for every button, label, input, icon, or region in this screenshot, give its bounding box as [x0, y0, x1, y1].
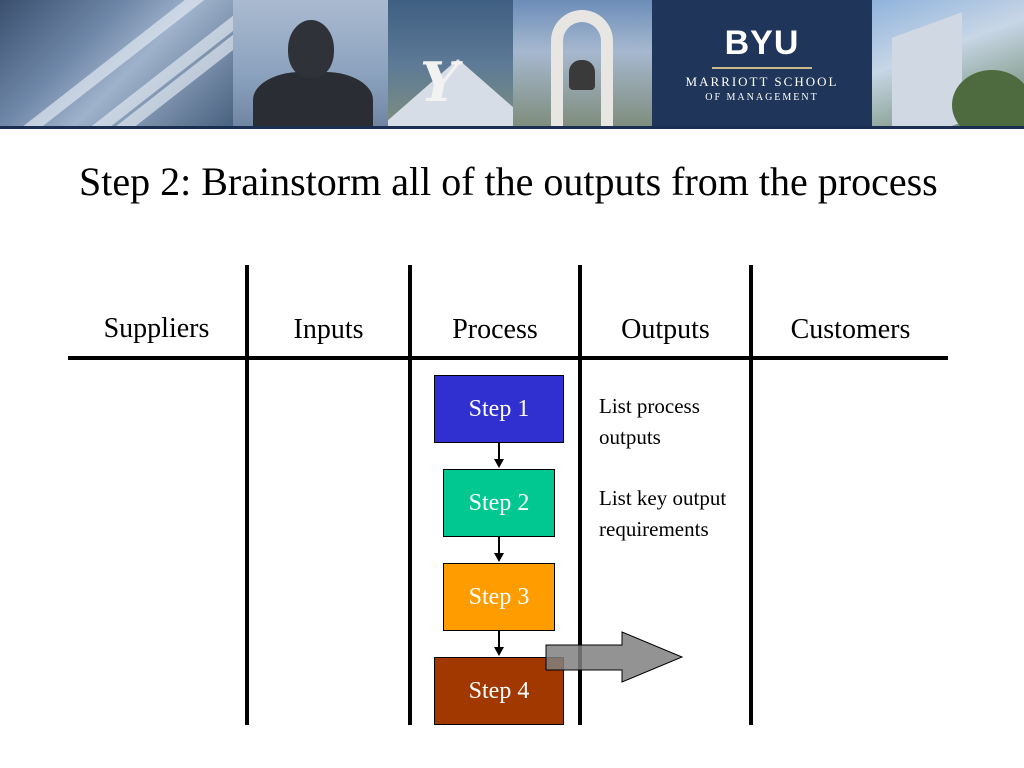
- logo-divider: [712, 67, 812, 69]
- column-divider: [245, 265, 249, 725]
- output-arrow-icon: [545, 631, 684, 683]
- banner-photo-building: [0, 0, 233, 129]
- logo-brand-name: BYU: [724, 24, 800, 62]
- logo-management-line: OF MANAGEMENT: [705, 92, 819, 103]
- slide-title: Step 2: Brainstorm all of the outputs fr…: [79, 159, 938, 204]
- banner-photo-campus: [872, 0, 1024, 129]
- column-divider: [578, 265, 582, 725]
- byu-logo: BYU MARRIOTT SCHOOL OF MANAGEMENT: [652, 0, 872, 129]
- banner-divider: [0, 126, 1024, 129]
- banner-photo-bell-tower: [513, 0, 652, 129]
- note-list-key-output-requirements: List key output requirements: [599, 486, 727, 541]
- process-step-3: Step 3: [443, 563, 555, 631]
- flow-connector: [498, 631, 500, 647]
- banner-photo-statue: [233, 0, 388, 129]
- y-logo-icon: Y: [420, 50, 459, 114]
- header-banner: Y BYU MARRIOTT SCHOOL OF MANAGEMENT: [0, 0, 1024, 129]
- column-divider: [408, 265, 412, 725]
- banner-photo-mountain-y: Y: [388, 0, 513, 129]
- flow-connector: [498, 443, 500, 459]
- column-header-outputs: Outputs: [621, 314, 710, 345]
- process-step-2: Step 2: [443, 469, 555, 537]
- column-header-process: Process: [452, 314, 538, 345]
- bell-icon: [569, 60, 595, 90]
- flow-arrow-icon: [494, 647, 504, 656]
- column-header-inputs: Inputs: [293, 314, 364, 345]
- flow-connector: [498, 537, 500, 553]
- process-step-1: Step 1: [434, 375, 564, 443]
- process-step-4: Step 4: [434, 657, 564, 725]
- column-header-customers: Customers: [790, 314, 911, 345]
- note-list-process-outputs: List process outputs: [599, 394, 700, 449]
- column-divider: [749, 265, 753, 725]
- flow-arrow-icon: [494, 459, 504, 468]
- header-rule: [68, 356, 948, 360]
- flow-arrow-icon: [494, 553, 504, 562]
- column-header-suppliers: Suppliers: [103, 313, 210, 344]
- logo-school-line: MARRIOTT SCHOOL: [685, 74, 839, 89]
